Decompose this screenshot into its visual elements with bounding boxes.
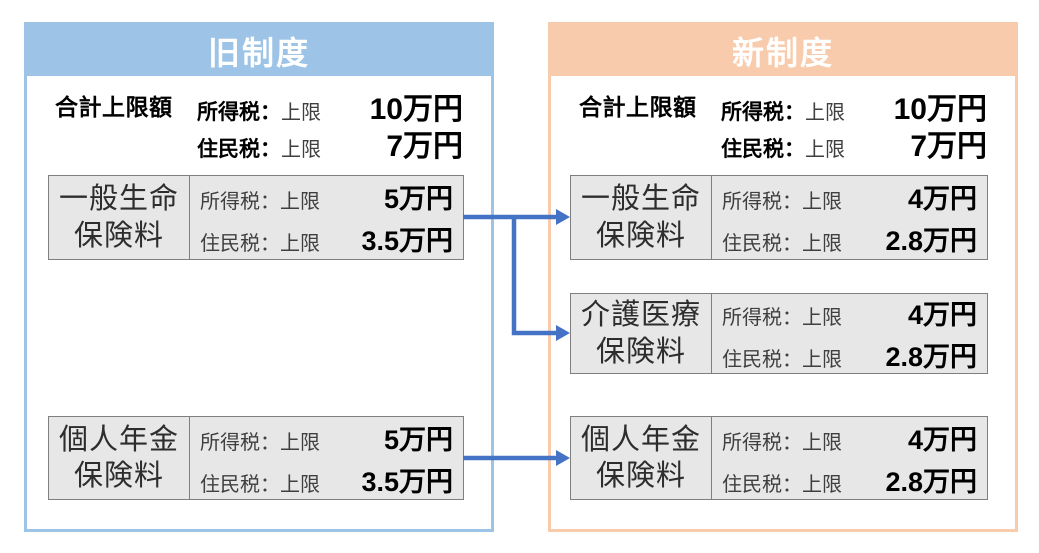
limit-label: 所得税：上限 [722,431,842,454]
box-limits: 所得税：上限 4万円 住民税：上限 2.8万円 [712,417,987,499]
box-name-line2: 保険料 [595,335,686,368]
limit-value: 2.8万円 [885,226,977,256]
box-name: 個人年金 保険料 [571,417,712,499]
limit-word: 上限 [805,102,845,124]
box-name-line1: 一般生命 [580,183,701,216]
limit-value: 5万円 [383,424,453,455]
box-name-line1: 個人年金 [580,423,701,456]
limit-label: 所得税：上限 [722,307,842,329]
limit-word: 上限 [281,102,321,124]
box-general-life-old: 一般生命 保険料 所得税：上限 5万円 住民税：上限 3.5万円 [48,175,464,260]
limit-value: 4万円 [907,424,977,455]
new-system-title: 新制度 [731,34,834,71]
resident-tax-total-row: 住民税： 上限 7万円 [721,121,987,163]
limit-value: 7万円 [386,130,463,163]
box-limits: 所得税：上限 4万円 住民税：上限 2.8万円 [712,294,987,373]
box-limits: 所得税：上限 5万円 住民税：上限 3.5万円 [190,176,463,259]
limit-value: 3.5万円 [361,226,453,256]
limit-value: 7万円 [910,130,987,163]
limit-label: 住民税：上限 [200,473,320,496]
box-name-line2: 保険料 [595,460,686,492]
tax-name: 所得税： [721,101,805,124]
income-tax-row: 所得税：上限 4万円 [722,418,977,457]
limit-label: 住民税：上限 [200,233,320,255]
total-limit-label-old: 合計上限額 [55,94,173,120]
box-name: 一般生命 保険料 [571,176,712,259]
box-personal-pension-old: 個人年金 保険料 所得税：上限 5万円 住民税：上限 3.5万円 [48,416,464,500]
limit-value: 10万円 [369,93,463,126]
box-name-line1: 個人年金 [58,423,179,456]
income-tax-total-row: 所得税： 上限 10万円 [721,84,987,126]
limit-label: 住民税：上限 [722,233,842,255]
total-limit-label-new: 合計上限額 [579,94,697,120]
income-tax-row: 所得税：上限 4万円 [722,177,977,216]
box-name-line1: 一般生命 [58,183,179,216]
resident-tax-row: 住民税：上限 3.5万円 [200,460,453,499]
box-name: 介護医療 保険料 [571,294,712,373]
new-system-panel: 新制度 合計上限額 所得税： 上限 10万円 住民税： 上限 7万円 一般生命 … [548,22,1018,532]
old-system-title: 旧制度 [207,34,310,71]
resident-tax-row: 住民税：上限 3.5万円 [200,219,453,258]
limit-value: 4万円 [907,300,977,330]
total-limit-rows-new: 所得税： 上限 10万円 住民税： 上限 7万円 [721,84,987,163]
income-tax-row: 所得税：上限 4万円 [722,293,977,332]
limit-label: 住民税：上限 [722,349,842,371]
income-tax-row: 所得税：上限 5万円 [200,177,453,216]
resident-tax-total-row: 住民税： 上限 7万円 [197,121,463,163]
resident-tax-row: 住民税：上限 2.8万円 [722,219,977,258]
box-name-line2: 保険料 [595,219,686,252]
box-name: 個人年金 保険料 [49,417,190,499]
box-name-line2: 保険料 [73,460,164,492]
box-personal-pension-new: 個人年金 保険料 所得税：上限 4万円 住民税：上限 2.8万円 [570,416,988,500]
limit-label: 住民税：上限 [722,473,842,496]
limit-value: 10万円 [893,93,987,126]
income-tax-total-row: 所得税： 上限 10万円 [197,84,463,126]
limit-word: 上限 [805,139,845,161]
box-name-line1: 介護医療 [580,299,701,332]
income-tax-row: 所得税：上限 5万円 [200,418,453,457]
resident-tax-row: 住民税：上限 2.8万円 [722,335,977,374]
resident-tax-row: 住民税：上限 2.8万円 [722,460,977,499]
box-name-line2: 保険料 [73,219,164,252]
old-system-panel: 旧制度 合計上限額 所得税： 上限 10万円 住民税： 上限 7万円 一般生命 … [24,22,494,532]
limit-value: 4万円 [907,184,977,214]
tax-name: 所得税： [197,101,281,124]
limit-value: 2.8万円 [885,466,977,497]
limit-label: 所得税：上限 [200,431,320,454]
tax-name: 住民税： [721,138,805,161]
limit-word: 上限 [281,139,321,161]
box-nursing-medical-new: 介護医療 保険料 所得税：上限 4万円 住民税：上限 2.8万円 [570,293,988,374]
limit-label: 所得税：上限 [722,191,842,213]
limit-label: 所得税：上限 [200,191,320,213]
box-general-life-new: 一般生命 保険料 所得税：上限 4万円 住民税：上限 2.8万円 [570,175,988,260]
limit-value: 3.5万円 [361,466,453,497]
limit-value: 5万円 [383,184,453,214]
total-limit-rows-old: 所得税： 上限 10万円 住民税： 上限 7万円 [197,84,463,163]
limit-value: 2.8万円 [885,342,977,372]
box-limits: 所得税：上限 4万円 住民税：上限 2.8万円 [712,176,987,259]
box-name: 一般生命 保険料 [49,176,190,259]
box-limits: 所得税：上限 5万円 住民税：上限 3.5万円 [190,417,463,499]
old-system-header: 旧制度 [27,25,491,76]
tax-name: 住民税： [197,138,281,161]
new-system-header: 新制度 [551,25,1015,76]
